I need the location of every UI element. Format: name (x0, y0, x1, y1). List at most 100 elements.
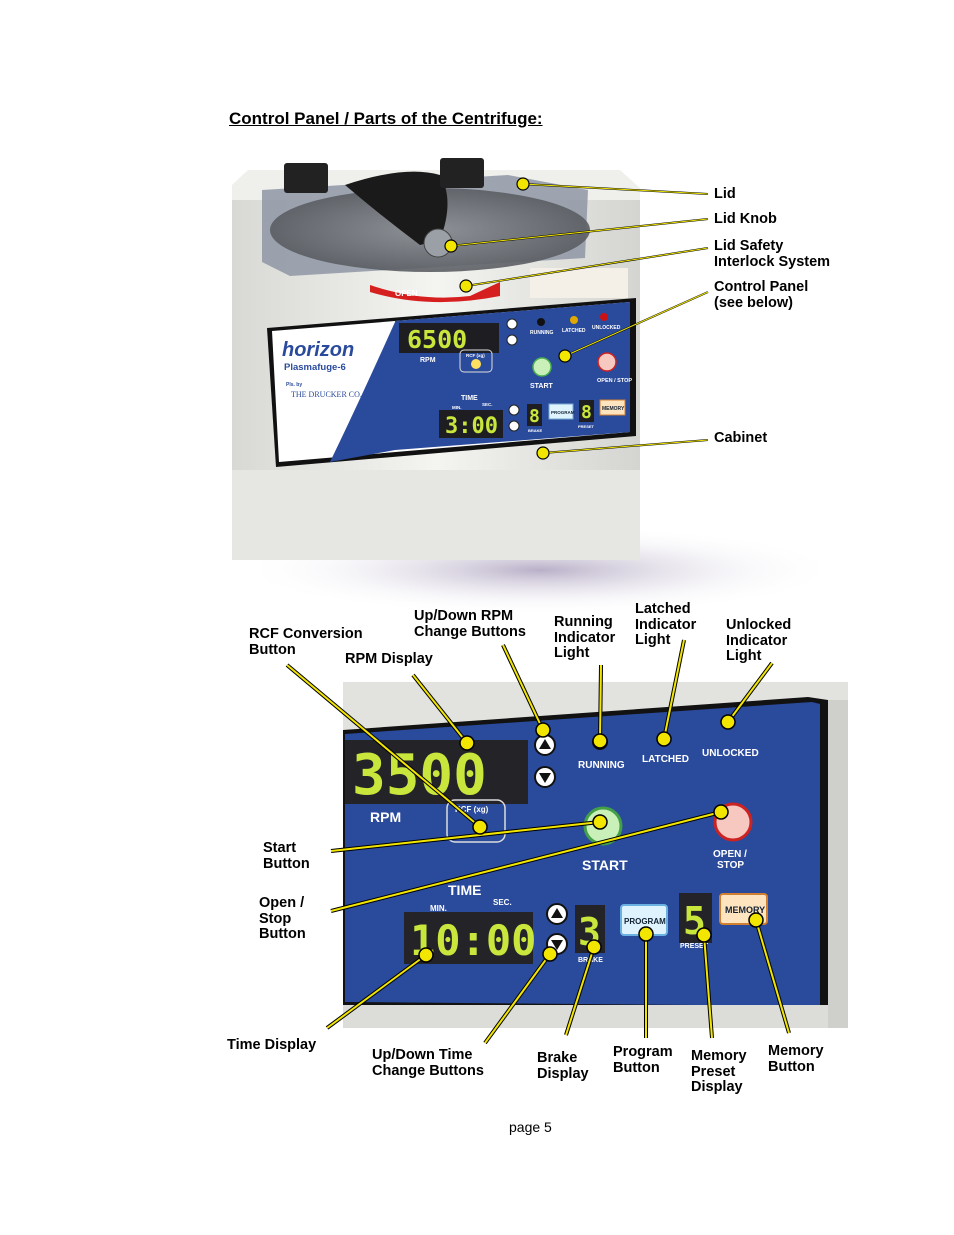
maker-prefix: Pls. by (286, 382, 302, 388)
label-memory-button: Memory Button (768, 1043, 824, 1075)
svg-text:SEC.: SEC. (482, 402, 493, 407)
memory-callout-dot (748, 912, 764, 928)
lid-hinge-left (284, 163, 328, 193)
svg-text:8: 8 (581, 402, 592, 423)
lid-callout-dot (516, 177, 530, 191)
page-number: page 5 (509, 1119, 552, 1135)
svg-text:TIME: TIME (461, 395, 478, 402)
label-memory-preset-display: Memory Preset Display (691, 1048, 747, 1095)
time-display-callout-dot (418, 947, 434, 963)
interlock-callout-dot (459, 279, 473, 293)
rpm-display (345, 740, 528, 804)
time-value-top: 3:00 (445, 414, 498, 439)
brake-display-top (527, 404, 542, 426)
label-lid: Lid (714, 186, 736, 202)
svg-text:BRAKE: BRAKE (528, 428, 543, 433)
label-control-panel: Control Panel (see below) (714, 279, 809, 311)
page-heading: Control Panel / Parts of the Centrifuge: (229, 109, 543, 128)
label-unlocked-light: Unlocked Indicator Light (726, 617, 792, 664)
rpm-up-top[interactable] (506, 318, 518, 330)
zoomed-control-panel: 3500 RPM RCF (xg) RUNNING LATCHED UNLOCK… (343, 682, 848, 1028)
svg-text:LATCHED: LATCHED (562, 328, 586, 334)
svg-text:MEMORY: MEMORY (725, 905, 765, 915)
label-open-stop-button: Open / Stop Button (259, 895, 306, 942)
svg-text:LATCHED: LATCHED (642, 754, 689, 765)
label-running-light: Running Indicator Light (554, 614, 616, 661)
running-callout-dot (592, 733, 608, 749)
svg-text:UNLOCKED: UNLOCKED (592, 325, 621, 331)
svg-text:RUNNING: RUNNING (530, 330, 553, 336)
label-time-display: Time Display (227, 1037, 317, 1053)
label-brake-display: Brake Display (537, 1050, 589, 1082)
sticker-text: OPEN (395, 289, 418, 298)
latched-light-top (570, 316, 578, 324)
preset-callout-dot (696, 927, 712, 943)
svg-text:MIN.: MIN. (452, 405, 462, 410)
maker-name: THE DRUCKER CO. (291, 390, 362, 399)
svg-text:SEC.: SEC. (493, 898, 512, 907)
running-light-top (537, 318, 545, 326)
svg-text:START: START (582, 857, 628, 873)
label-rcf-conversion: RCF Conversion Button (249, 626, 363, 658)
memory-button-top[interactable] (599, 399, 626, 416)
rcf-callout-dot (472, 819, 488, 835)
rpm-buttons-callout-dot (535, 722, 551, 738)
svg-text:START: START (530, 383, 554, 390)
rpm-display-callout-dot (459, 735, 475, 751)
lid-hinge-right (440, 158, 484, 188)
svg-text:MEMORY: MEMORY (602, 406, 625, 412)
svg-text:8: 8 (529, 406, 540, 427)
rpm-display-top (399, 323, 499, 353)
time-up-icon (551, 908, 563, 918)
label-up-down-rpm: Up/Down RPM Change Buttons (414, 608, 526, 640)
time-up-top[interactable] (508, 404, 520, 416)
unlocked-callout-dot (720, 714, 736, 730)
svg-text:OPEN / STOP: OPEN / STOP (597, 378, 632, 384)
latched-callout-dot (656, 731, 672, 747)
rpm-down-top[interactable] (506, 334, 518, 346)
rpm-label-top: RPM (420, 357, 436, 364)
unlocked-light-top (600, 313, 608, 321)
svg-text:UNLOCKED: UNLOCKED (702, 748, 759, 759)
model-name: Plasmafuge-6 (284, 362, 346, 373)
svg-text:PRESET: PRESET (680, 943, 709, 950)
svg-text:PRESET: PRESET (578, 424, 595, 429)
time-display-top (439, 410, 503, 438)
interlock-sticker (370, 282, 500, 303)
label-up-down-time: Up/Down Time Change Buttons (372, 1047, 484, 1079)
label-program-button: Program Button (613, 1044, 673, 1076)
start-button-top[interactable] (532, 357, 552, 377)
control-panel-callout-dot (558, 349, 572, 363)
svg-text:RCF (xg): RCF (xg) (455, 805, 489, 814)
cabinet-callout-dot (536, 446, 550, 460)
svg-text:RUNNING: RUNNING (578, 760, 625, 771)
svg-text:PROGRAM: PROGRAM (624, 917, 666, 926)
open-stop-callout-dot (713, 804, 729, 820)
open-stop-button-top[interactable] (597, 352, 617, 372)
rcf-conversion-button[interactable] (446, 799, 506, 843)
program-button-top[interactable] (548, 403, 574, 420)
label-lid-knob: Lid Knob (714, 211, 777, 227)
label-start-button: Start Button (263, 840, 310, 872)
warning-label (530, 268, 628, 298)
rpm-down-icon (539, 773, 551, 783)
svg-text:STOP: STOP (717, 860, 744, 871)
svg-text:TIME: TIME (448, 882, 481, 898)
lid-knob-callout-dot (444, 239, 458, 253)
lid-knob (345, 171, 448, 245)
program-callout-dot (638, 926, 654, 942)
rpm-value-top: 6500 (407, 325, 467, 354)
rpm-up-icon (539, 739, 551, 749)
time-buttons-callout-dot (542, 946, 558, 962)
brake-callout-dot (586, 939, 602, 955)
start-callout-dot (592, 814, 608, 830)
rpm-label: RPM (370, 809, 401, 825)
svg-text:RCF (xg): RCF (xg) (466, 353, 485, 358)
brand-logo: horizon (282, 339, 354, 361)
time-down-top[interactable] (508, 420, 520, 432)
preset-display-top (579, 400, 594, 422)
label-rpm-display: RPM Display (345, 651, 433, 667)
label-lid-safety: Lid Safety Interlock System (714, 238, 831, 270)
rcf-button-top[interactable] (459, 349, 493, 373)
label-cabinet: Cabinet (714, 430, 768, 446)
